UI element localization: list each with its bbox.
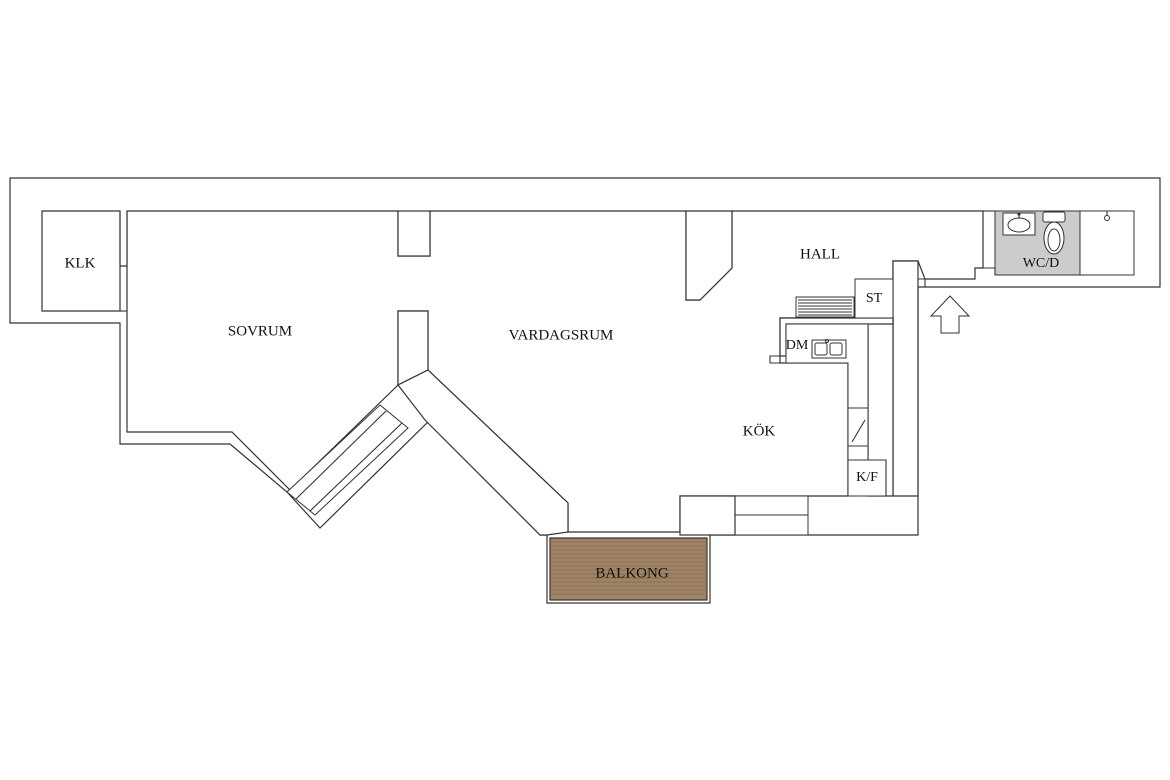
- room-label-hall: HALL: [800, 246, 840, 262]
- sink-icon: [811, 338, 847, 359]
- room-label-kok: KÖK: [743, 422, 776, 439]
- bathroom: [983, 210, 1135, 276]
- washbasin-icon: [1002, 212, 1036, 236]
- sovrum-window: [286, 404, 409, 516]
- kitchen-fixtures: [811, 338, 887, 497]
- toilet-icon: [1042, 211, 1066, 255]
- fridge-freezer: [847, 459, 887, 497]
- stove-icon: [847, 407, 869, 447]
- kitchen-window: [734, 495, 809, 536]
- room-label-balkong: BALKONG: [595, 565, 668, 581]
- room-label-vardagsrum: VARDAGSRUM: [509, 327, 614, 343]
- room-label-kf: K/F: [856, 470, 878, 485]
- room-label-dm: DM: [786, 338, 809, 353]
- hall-fixtures: [795, 278, 926, 319]
- balcony-planks: [550, 541, 707, 595]
- room-label-wcd: WC/D: [1023, 256, 1060, 271]
- room-label-klk: KLK: [65, 255, 96, 271]
- balcony: [549, 537, 708, 601]
- room-label-sovrum: SOVRUM: [228, 323, 292, 339]
- entrance-arrow-icon: [929, 295, 971, 334]
- storage-closet: [854, 278, 894, 319]
- room-label-st: ST: [866, 291, 883, 306]
- interior-walls: [119, 210, 919, 536]
- radiator-icon: [795, 296, 855, 318]
- shower-icon: [1104, 211, 1110, 221]
- room-labels: KLK SOVRUM VARDAGSRUM HALL ST WC/D DM KÖ…: [65, 246, 1060, 581]
